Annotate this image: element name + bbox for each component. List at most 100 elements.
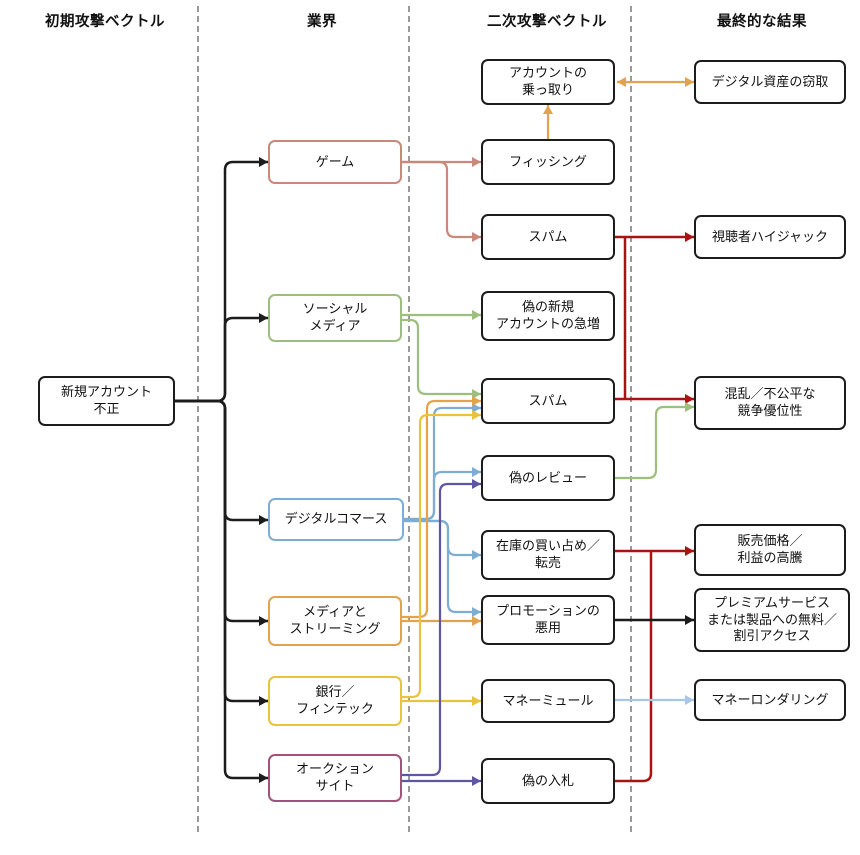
node-reviews: 偽のレビュー (481, 455, 615, 501)
arrowhead-takeover-theft-start (617, 77, 626, 87)
column-header-initial-vector: 初期攻撃ベクトル (45, 14, 165, 30)
node-label-line: スパム (528, 228, 568, 244)
column-header-final-outcome: 最終的な結果 (717, 14, 807, 30)
edge-social-spam2 (402, 318, 481, 396)
arrowhead-commerce-spam2 (472, 403, 481, 413)
arrowhead-fraud-auction (259, 773, 268, 783)
node-label-line: ゲーム (315, 153, 355, 169)
arrowhead-media-spam2 (472, 396, 481, 406)
column-separator-1 (197, 6, 199, 832)
node-label-line: フィンテック (296, 701, 374, 716)
arrowhead-auction-reviews (472, 479, 481, 489)
node-label-line: 転売 (534, 555, 561, 570)
edge-fraud-banking (175, 399, 268, 703)
arrowhead-takeover-theft (685, 77, 694, 87)
node-spam1: スパム (481, 214, 615, 260)
node-label-line: 不正 (93, 401, 120, 416)
edge-banking-spam2 (402, 413, 481, 699)
node-media: メディアとストリーミング (268, 596, 402, 646)
edge-fraud-media (175, 399, 268, 623)
arrowhead-phishing-takeover (543, 105, 553, 114)
arrowhead-reviews-chaos (685, 402, 694, 412)
node-label-line: 販売価格／ (737, 533, 803, 549)
node-social: ソーシャルメディア (268, 294, 402, 342)
node-label-line: ストリーミング (289, 621, 381, 636)
node-label-line: プレミアムサービス (713, 594, 831, 610)
node-label-line: デジタル資産の窃取 (711, 73, 829, 89)
node-label-line: メディアと (303, 604, 367, 620)
arrowhead-auction-bids (472, 776, 481, 786)
node-label-line: 悪用 (534, 620, 561, 635)
node-theft: デジタル資産の窃取 (694, 60, 846, 104)
edge-commerce-hoarding (404, 519, 481, 557)
edge-auction-reviews (402, 482, 481, 777)
arrowhead-mules-laundering (685, 695, 694, 705)
arrowhead-game-spam1 (472, 232, 481, 242)
node-label-line: 在庫の買い占め／ (495, 538, 600, 554)
node-label-line: 偽の新規 (521, 299, 574, 315)
node-label-line: デジタルコマース (284, 511, 388, 527)
edge-commerce-reviews (404, 470, 481, 521)
node-phishing: フィッシング (481, 139, 615, 185)
node-label-line: アカウントの (508, 65, 587, 81)
edge-bids-prices (615, 551, 653, 783)
node-label-line: オークション (295, 761, 374, 777)
arrowhead-banking-mules (472, 696, 481, 706)
column-header-industry: 業界 (307, 14, 337, 30)
node-mules: マネーミュール (481, 679, 615, 723)
arrowhead-commerce-promo (472, 607, 481, 617)
node-surge: 偽の新規アカウントの急増 (481, 291, 615, 341)
arrowhead-promo-premium (685, 615, 694, 625)
edge-reviews-chaos (615, 405, 694, 480)
node-label-line: 乗っ取り (521, 82, 574, 97)
arrowhead-fraud-social (259, 313, 268, 323)
node-label-line: プロモーションの (496, 603, 600, 619)
node-label-line: 銀行／ (315, 684, 355, 700)
node-spam2: スパム (481, 378, 615, 424)
node-label-line: 視聴者ハイジャック (711, 228, 829, 244)
arrowhead-social-surge (472, 310, 481, 320)
edge-game-spam1 (402, 160, 481, 239)
node-label-line: サイト (315, 778, 355, 793)
node-label-line: フィッシング (509, 153, 587, 169)
node-label-line: ソーシャル (302, 301, 368, 317)
column-separator-2 (408, 6, 410, 832)
arrowhead-spam2-chaos (685, 394, 694, 404)
arrowhead-commerce-hoarding (472, 550, 481, 560)
arrowhead-fraud-media (259, 616, 268, 626)
node-label-line: スパム (528, 392, 568, 408)
node-takeover: アカウントの乗っ取り (481, 59, 615, 105)
column-separator-3 (630, 6, 632, 832)
node-label-line: マネーミュール (502, 692, 594, 708)
arrowhead-social-spam2 (472, 389, 481, 399)
node-label-line: 新規アカウント (60, 384, 152, 400)
node-bids: 偽の入札 (481, 758, 615, 804)
node-laundering: マネーロンダリング (694, 679, 846, 721)
node-label-line: マネーロンダリング (711, 691, 829, 707)
arrowhead-spam1-hijack (685, 232, 694, 242)
arrowhead-commerce-reviews (472, 467, 481, 477)
node-auction: オークションサイト (268, 754, 402, 802)
edge-fraud-game (175, 160, 268, 403)
node-label-line: 偽の入札 (521, 772, 574, 788)
node-promo: プロモーションの悪用 (481, 595, 615, 645)
edge-fraud-social (175, 316, 268, 403)
node-label-line: または製品への無料／ (706, 611, 837, 627)
arrowhead-fraud-game (259, 157, 268, 167)
arrowhead-game-phishing (472, 157, 481, 167)
edge-media-spam2 (402, 399, 481, 619)
node-label-line: 競争優位性 (737, 403, 803, 418)
edge-fraud-commerce (175, 399, 268, 522)
column-header-secondary-vector: 二次攻撃ベクトル (487, 14, 607, 30)
node-label-line: メディア (309, 318, 361, 333)
arrowhead-fraud-banking (259, 696, 268, 706)
node-fraud: 新規アカウント不正 (38, 376, 175, 426)
node-label-line: アカウントの急増 (495, 316, 600, 331)
node-label-line: 偽のレビュー (508, 469, 587, 485)
node-label-line: 混乱／不公平な (724, 386, 816, 402)
node-chaos: 混乱／不公平な競争優位性 (694, 376, 846, 430)
node-banking: 銀行／フィンテック (268, 676, 402, 726)
arrowhead-banking-spam2 (472, 410, 481, 420)
